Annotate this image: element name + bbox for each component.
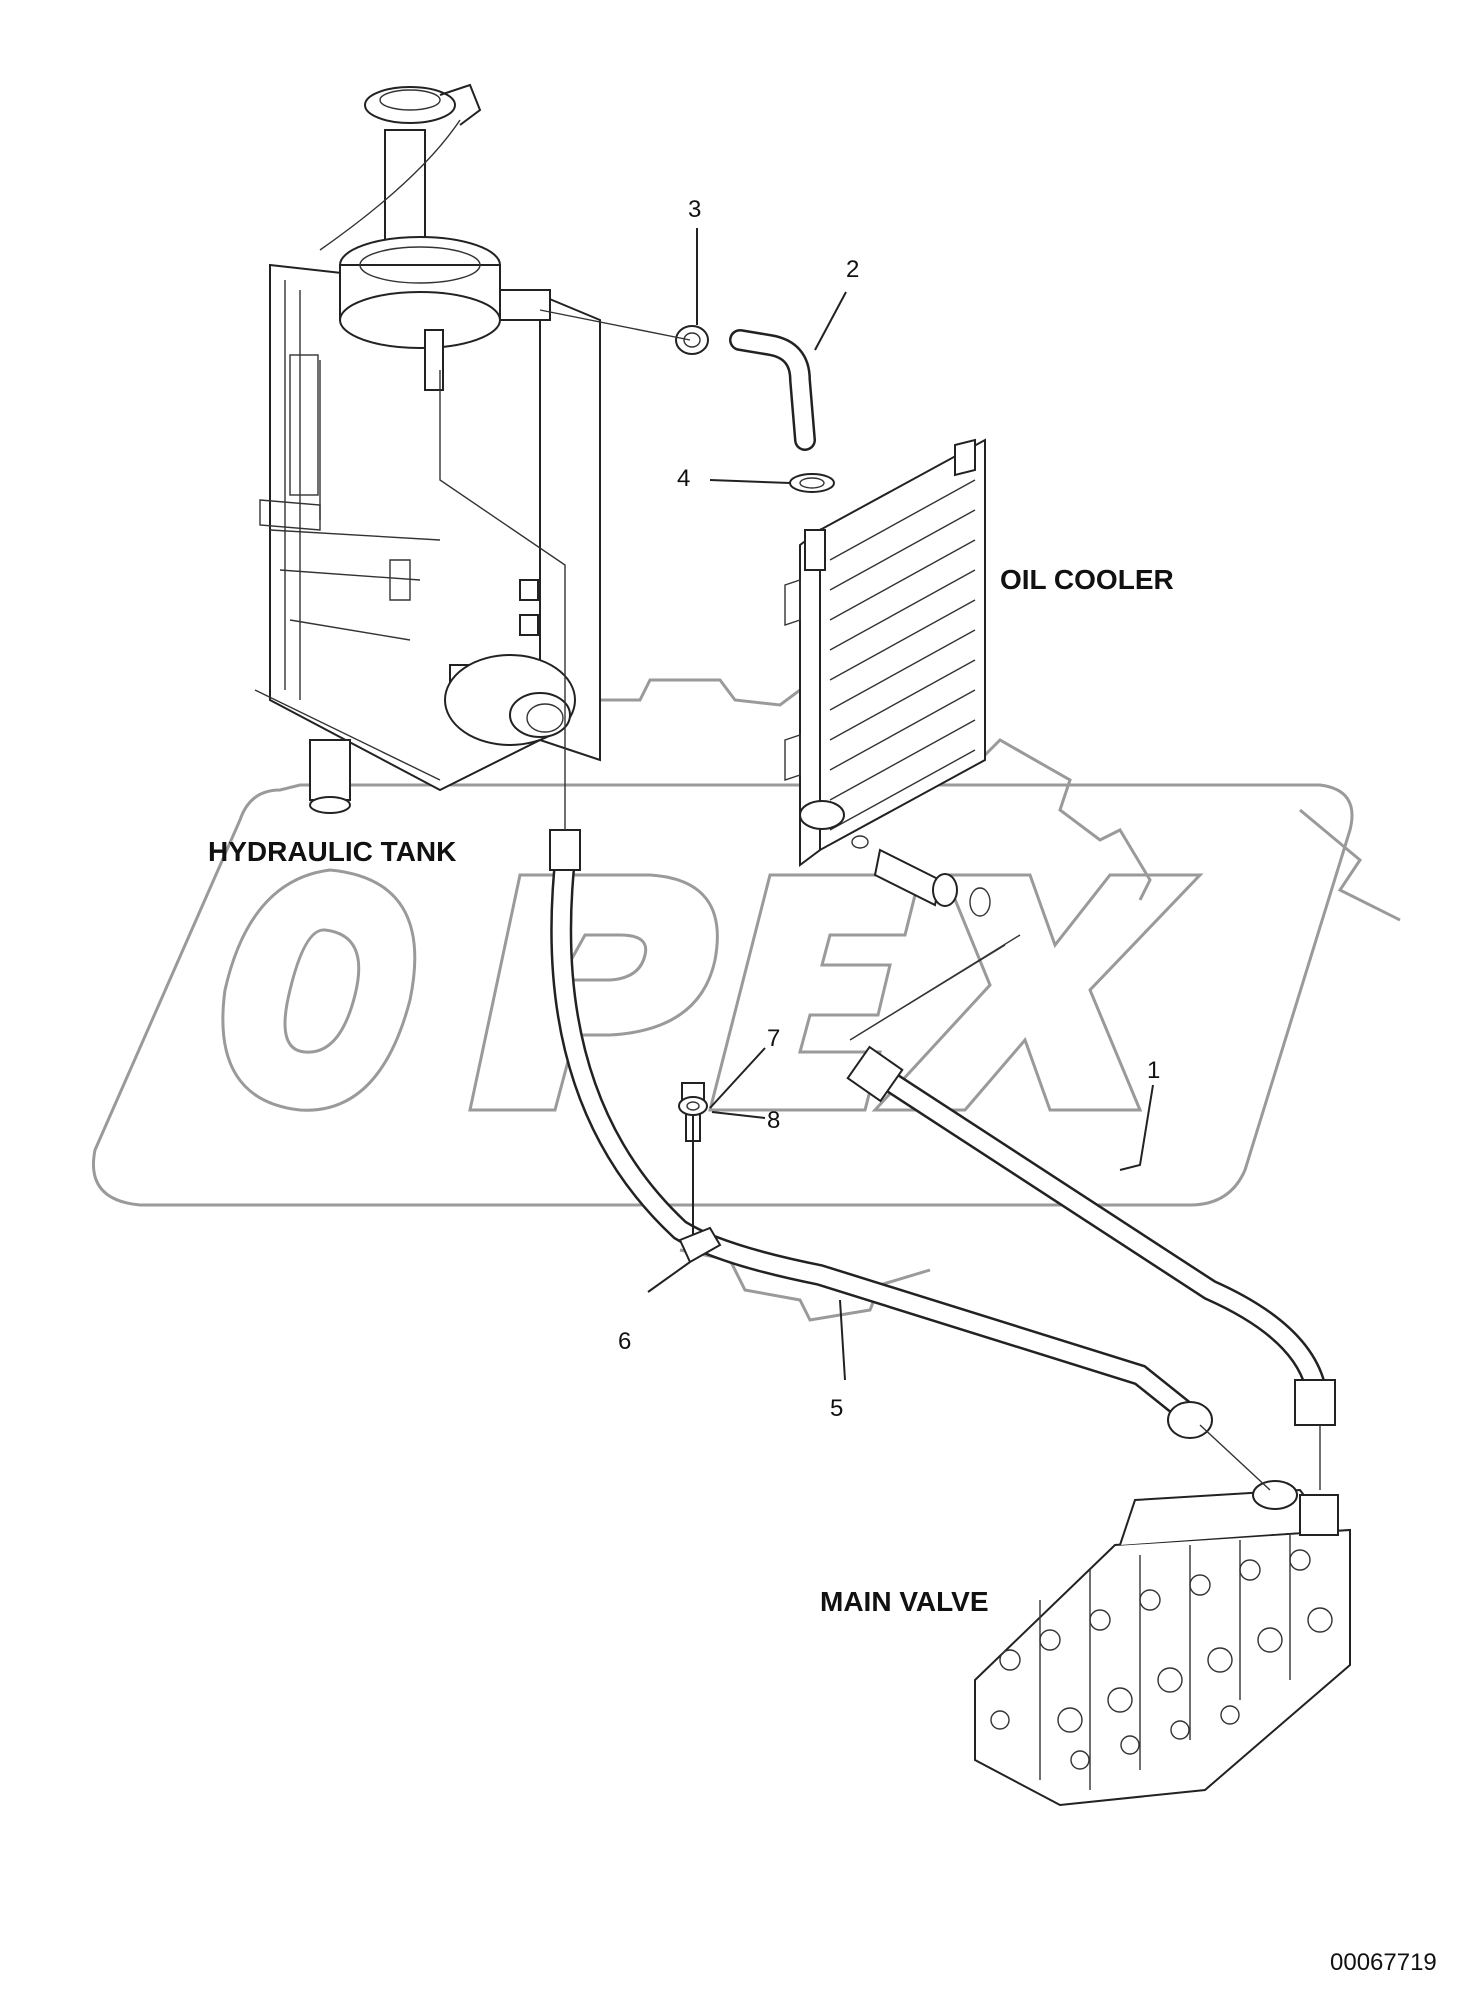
label-hydraulic-tank: HYDRAULIC TANK — [208, 836, 456, 867]
callout-6: 6 — [618, 1328, 631, 1355]
washer-part-8 — [678, 1096, 708, 1116]
callout-7: 7 — [767, 1025, 780, 1052]
hose-elbow-part-2 — [729, 329, 816, 451]
callout-2: 2 — [846, 256, 859, 283]
clamp-part-3 — [675, 325, 709, 355]
label-main-valve: MAIN VALVE — [820, 1586, 989, 1617]
oil-cooler-drawing — [784, 438, 991, 917]
opex-watermark-logo — [92, 678, 1401, 1322]
callout-4: 4 — [677, 465, 690, 492]
label-oil-cooler: OIL COOLER — [1000, 564, 1174, 595]
callout-1: 1 — [1147, 1057, 1160, 1084]
callout-8: 8 — [767, 1107, 780, 1134]
hose-part-5 — [549, 829, 1213, 1439]
clamp-part-4 — [789, 473, 835, 493]
callout-5: 5 — [830, 1395, 843, 1422]
leader-lines — [439, 228, 1321, 1491]
hydraulic-tank-drawing — [254, 83, 601, 814]
drawing-code: 00067719 — [1330, 1949, 1437, 1976]
callout-3: 3 — [688, 196, 701, 223]
main-valve-drawing — [974, 1480, 1351, 1807]
hose-part-1 — [846, 1045, 1336, 1426]
clamp-part-6 — [678, 1226, 722, 1264]
